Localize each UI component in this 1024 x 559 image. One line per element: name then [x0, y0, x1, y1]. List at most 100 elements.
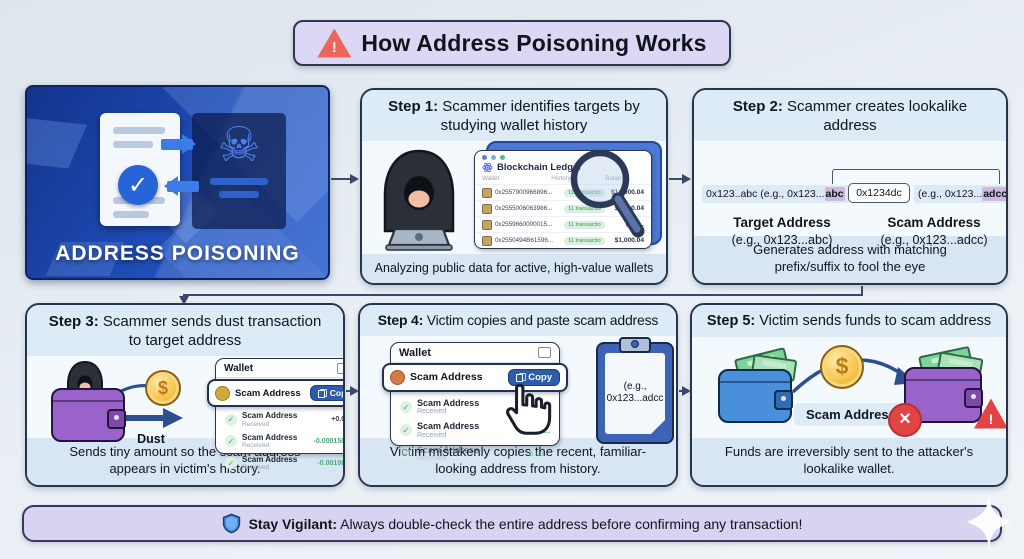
- step-3-title: Step 3: Scammer sends dust transaction t…: [27, 305, 343, 357]
- step-5-box: Step 5: Victim sends funds to scam addre…: [690, 303, 1008, 487]
- warning-badge-icon: !: [974, 398, 1006, 429]
- step-3-body: $ Dust Wallet Scam Address Copy: [27, 356, 343, 471]
- hero-card: ✓ ☠ ADDRESS POISONING: [25, 85, 330, 280]
- warning-exclamation: !: [988, 410, 994, 427]
- step-2-prefix: Step 2:: [732, 98, 783, 115]
- footer-text: Stay Vigilant: Always double-check the e…: [249, 516, 803, 532]
- wallet-window-title: Wallet: [216, 359, 343, 379]
- hero-label: ADDRESS POISONING: [55, 242, 300, 265]
- history-badge: 11 transactio: [564, 188, 605, 197]
- tx-name: Scam Address: [417, 444, 480, 455]
- connector-line: [669, 178, 685, 180]
- scam-address-row: Scam Address Copy: [207, 379, 343, 408]
- dust-coin-icon: $: [145, 370, 181, 407]
- tx-sub: Received: [417, 455, 447, 463]
- wallet-title-text: Wallet: [399, 346, 431, 359]
- balance-value: $1,000.04: [614, 237, 644, 245]
- document-icon: ✓: [100, 113, 180, 226]
- step-5-heading: Victim sends funds to scam address: [759, 313, 992, 329]
- check-icon: ✓: [400, 447, 412, 460]
- step-2-title: Step 2: Scammer creates lookalike addres…: [694, 90, 1006, 142]
- window-dot-icon: [491, 155, 496, 161]
- doc-line: [219, 190, 259, 198]
- step-2-body: 0x123..abc (e.g., 0x123...abc 0x1234dc (…: [694, 141, 1006, 247]
- ledger-row: 0x2550494B61596... 11 transactio $1,000.…: [475, 232, 651, 248]
- step-1-body: Blockchain Ledger Wallet History Balance…: [362, 141, 666, 254]
- step-5-prefix: Step 5:: [706, 313, 756, 329]
- check-icon: ✓: [400, 424, 412, 437]
- shield-icon: [222, 513, 240, 534]
- doc-line: [113, 211, 149, 218]
- tx-name: Scam Address: [242, 433, 298, 443]
- scam-address-name: Scam Address: [235, 387, 301, 399]
- check-glyph: ✓: [127, 171, 149, 199]
- arrowhead-icon: [179, 296, 189, 305]
- history-badge: 11 transactio: [564, 204, 605, 213]
- window-icon: [538, 347, 551, 359]
- window-dot-icon: [482, 155, 487, 161]
- history-badge: 11 transactio: [564, 220, 605, 229]
- tx-sub: Received: [242, 463, 270, 471]
- check-icon: ✓: [225, 435, 237, 448]
- wallet-window-title: Wallet: [391, 343, 559, 363]
- step-4-box: Step 4: Victim copies and paste scam add…: [358, 303, 678, 487]
- target-suffix-highlight: abc: [824, 187, 845, 202]
- doc-line: [113, 127, 165, 134]
- footer-message: Always double-check the entire address b…: [340, 515, 803, 532]
- footer-banner: Stay Vigilant: Always double-check the e…: [22, 505, 1002, 542]
- window-controls: [475, 151, 651, 161]
- step-3-heading: Scammer sends dust transaction to target…: [102, 313, 322, 350]
- victim-wallet-icon: [718, 368, 793, 423]
- history-badge: 11 transactio: [564, 236, 605, 245]
- step-1-heading: Scammer identifies targets by studying w…: [440, 98, 640, 135]
- connector-line: [861, 286, 863, 295]
- arrowhead-icon: [350, 174, 359, 184]
- copy-button[interactable]: Copy: [508, 368, 560, 386]
- wallet-chip-icon: [482, 219, 492, 230]
- wallet-clasp: [964, 388, 983, 409]
- dollar-icon: $: [835, 353, 849, 380]
- step-5-title: Step 5: Victim sends funds to scam addre…: [692, 305, 1006, 337]
- wallet-chip-icon: [482, 203, 492, 214]
- wallet-clasp: [107, 409, 126, 430]
- arrowhead-icon: [682, 386, 691, 396]
- hand-cursor-icon: [506, 383, 552, 435]
- sparkle-icon: [966, 495, 1012, 549]
- swap-arrow-left-icon: [164, 176, 199, 196]
- step-3-box: Step 3: Scammer sends dust transaction t…: [25, 303, 345, 487]
- tx-sub: Received: [417, 408, 447, 416]
- step-4-heading: Victim copies and paste scam address: [426, 312, 659, 328]
- title-banner: ! How Address Poisoning Works: [293, 20, 731, 66]
- target-address-text: 0x123..abc (e.g., 0x123...: [706, 188, 825, 201]
- ledger-row: 0x2557900966896... 11 transactio $1,0000…: [475, 184, 651, 200]
- copy-label: Copy: [329, 388, 343, 399]
- blockchain-icon: [482, 163, 493, 173]
- poisoned-document-icon: ☠: [192, 113, 286, 229]
- wallet-address: 0x2550494B61596...: [495, 237, 554, 245]
- connector-line: [183, 294, 863, 296]
- connector-line: [331, 178, 353, 180]
- paper-fold: [651, 419, 665, 434]
- check-icon: ✓: [400, 401, 412, 414]
- wallet-clasp: [774, 389, 793, 410]
- check-icon: ✓: [225, 457, 237, 470]
- scam-address-label: Scam Address: [887, 215, 981, 231]
- step-2-caption: Generates address with matching prefix/s…: [694, 236, 1006, 283]
- copy-button[interactable]: Copy: [309, 385, 343, 402]
- wallet-flap: [53, 400, 123, 403]
- scam-address-box: 0x1234dc: [848, 183, 910, 204]
- tx-sub: Received: [417, 431, 447, 439]
- wallet-chip-icon: [482, 235, 492, 246]
- copy-label: Copy: [528, 371, 552, 383]
- x-circle-icon: ×: [888, 402, 922, 437]
- tx-amount: -0.00...: [526, 449, 550, 459]
- tx-amount: -0.0001505: [313, 437, 345, 445]
